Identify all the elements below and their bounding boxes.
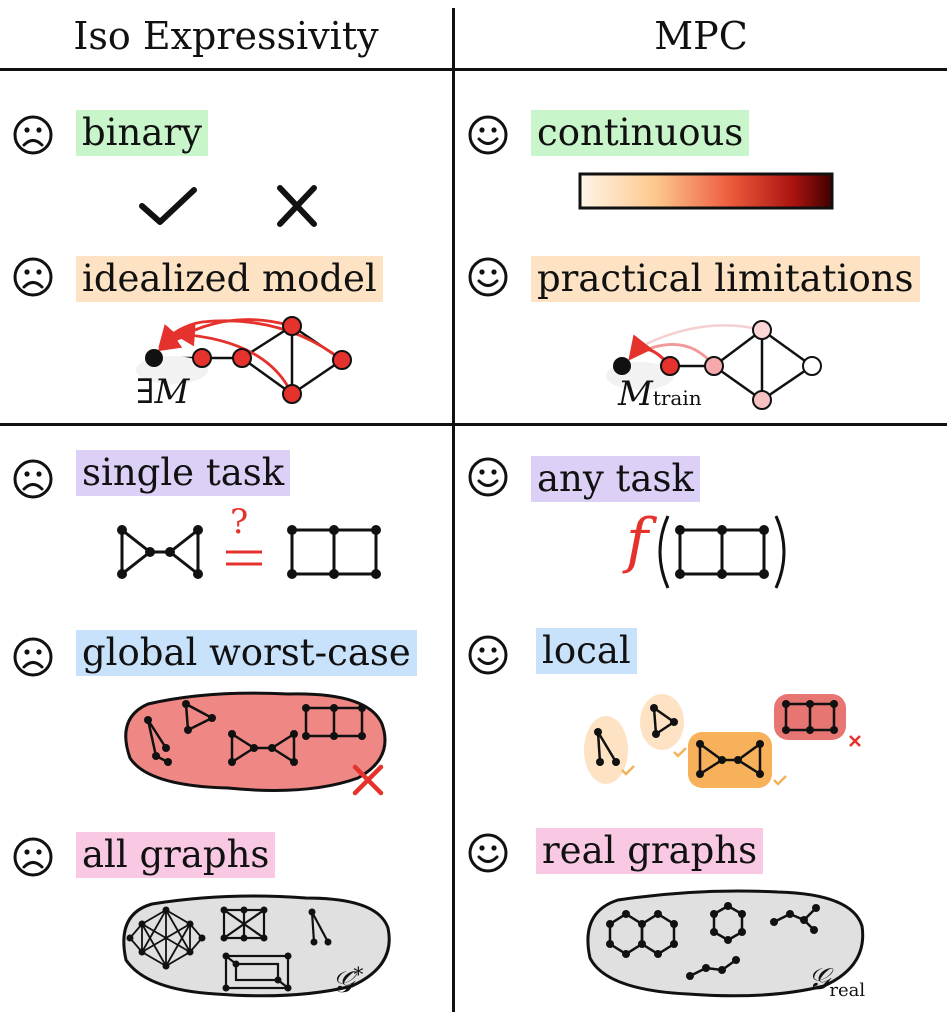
binary-label: binary — [76, 110, 208, 156]
single-task-label: single task — [76, 450, 291, 496]
sad-face-icon — [13, 637, 53, 677]
header-divider — [0, 68, 947, 71]
all-graphs-set-label: 𝒢* — [332, 962, 363, 1000]
global-worst-case-label: global worst-case — [76, 630, 417, 676]
real-graphs-region — [586, 889, 865, 998]
question-mark-label: ? — [230, 502, 249, 542]
cross-icon — [277, 185, 317, 227]
right-column-title: MPC — [654, 14, 748, 58]
happy-face-icon — [468, 457, 508, 497]
happy-face-icon — [468, 833, 508, 873]
all-graphs-superscript: * — [353, 962, 364, 986]
function-of-graph — [658, 515, 786, 589]
column-divider — [452, 8, 455, 1012]
local-label: local — [536, 628, 637, 674]
ladder-graph-left — [287, 525, 381, 579]
checkmark-icon — [139, 187, 197, 225]
worst-case-graph-region — [124, 691, 387, 792]
function-symbol: f — [626, 506, 649, 576]
real-graphs-subscript: real — [829, 980, 866, 1001]
happy-face-icon — [468, 257, 508, 297]
trained-model-subscript: train — [652, 386, 702, 410]
any-task-label: any task — [531, 456, 700, 502]
exists-model-label: ∃M — [136, 372, 190, 412]
real-graphs-symbol: 𝒢 — [808, 962, 830, 997]
trained-model-label: Mtrain — [618, 374, 702, 414]
continuous-colorbar — [578, 172, 834, 210]
left-column-title: Iso Expressivity — [73, 14, 379, 58]
all-graphs-region — [122, 894, 391, 998]
sad-face-icon — [13, 459, 53, 499]
sad-face-icon — [13, 837, 53, 877]
section-divider — [0, 423, 947, 426]
all-graphs-symbol: 𝒢 — [332, 965, 354, 1000]
happy-face-icon — [468, 115, 508, 155]
trained-model-main: M — [618, 374, 653, 414]
all-graphs-label: all graphs — [76, 832, 276, 878]
happy-face-icon — [468, 635, 508, 675]
sad-face-icon — [13, 115, 53, 155]
practical-limitations-label: practical limitations — [531, 256, 920, 302]
local-graph-neighborhoods — [584, 694, 861, 788]
sad-face-icon — [13, 257, 53, 297]
red-cross-icon — [352, 764, 384, 796]
real-graphs-label: real graphs — [536, 828, 764, 874]
continuous-label: continuous — [531, 110, 750, 156]
real-graphs-set-label: 𝒢real — [808, 962, 865, 1001]
idealized-message-passing-graph — [136, 316, 352, 404]
trained-message-passing-graph — [606, 320, 822, 410]
idealized-model-label: idealized model — [76, 256, 383, 302]
equal-sign-icon — [226, 550, 262, 566]
bowtie-graph — [117, 525, 203, 579]
